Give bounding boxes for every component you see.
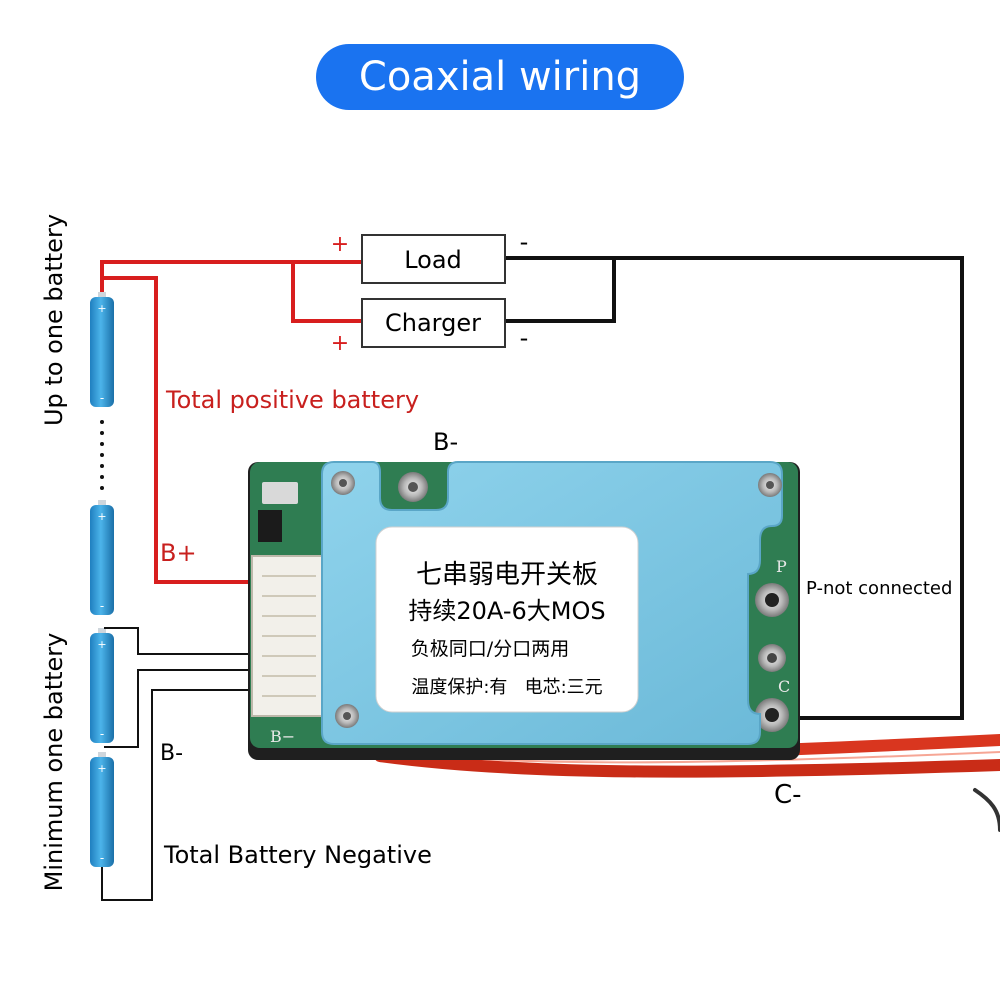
screw-icon <box>398 472 428 502</box>
battery-cell-icon: + - <box>90 292 114 407</box>
load-box: Load <box>361 234 506 284</box>
c-minus-label: C- <box>774 780 802 810</box>
svg-text:-: - <box>100 599 104 613</box>
terminal-icon <box>755 583 789 617</box>
board-label-line4: 温度保护:有 电芯:三元 <box>411 677 602 698</box>
total-negative-label: Total Battery Negative <box>163 841 432 869</box>
terminal-icon <box>758 644 786 672</box>
svg-text:+: + <box>97 510 106 523</box>
total-positive-label: Total positive battery <box>165 386 419 414</box>
svg-text:-: - <box>100 391 104 405</box>
svg-text:+: + <box>97 302 106 315</box>
positive-wires <box>100 260 362 584</box>
b-minus-left-label: B- <box>160 741 183 766</box>
screw-icon <box>331 471 355 495</box>
battery-cell-icon: + - <box>90 752 114 867</box>
board-label-sticker: 七串弱电开关板 持续20A-6大MOS 负极同口/分口两用 温度保护:有 电芯:… <box>375 526 639 713</box>
minimum-one-battery-label: Minimum one battery <box>40 633 68 892</box>
pcb-b-minus-text: B− <box>270 727 295 746</box>
board-label-line1: 七串弱电开关板 <box>416 560 598 590</box>
pcb-component <box>262 482 298 504</box>
connector-icon <box>251 555 323 717</box>
board-label-line3: 负极同口/分口两用 <box>411 638 569 660</box>
svg-text:-: - <box>100 851 104 865</box>
pcb-p-text: P <box>776 557 787 576</box>
title-badge: Coaxial wiring <box>316 44 684 110</box>
negative-wires <box>505 256 964 720</box>
charger-box: Charger <box>361 298 506 348</box>
title-pill <box>316 44 684 110</box>
charger-plus-sign: + <box>331 331 349 356</box>
b-minus-top-label: B- <box>433 428 458 456</box>
svg-text:+: + <box>97 638 106 651</box>
svg-text:-: - <box>100 727 104 741</box>
svg-text:+: + <box>97 762 106 775</box>
battery-cell-icon: + - <box>90 628 114 743</box>
board-label-line2: 持续20A-6大MOS <box>408 597 605 625</box>
up-to-one-battery-label: Up to one battery <box>40 214 68 426</box>
page-title: Coaxial wiring <box>359 54 641 100</box>
load-plus-sign: + <box>331 232 349 257</box>
terminal-icon <box>755 698 789 732</box>
bms-board: B− P C 七串弱电开关板 持续20A-6大MOS 负极同口/分口两用 温度保… <box>248 461 1000 832</box>
screw-icon <box>758 473 782 497</box>
pcb-chip <box>258 510 282 542</box>
load-label: Load <box>404 246 462 274</box>
charger-minus-sign: - <box>520 324 529 352</box>
screw-icon <box>335 704 359 728</box>
charger-label: Charger <box>385 309 481 337</box>
battery-cell-icon: + - <box>90 500 114 615</box>
b-plus-label: B+ <box>160 539 197 567</box>
pcb-c-text: C <box>778 677 790 696</box>
p-not-connected-label: P-not connected <box>806 578 952 599</box>
load-minus-sign: - <box>520 228 529 256</box>
balance-wires <box>101 627 252 901</box>
cell-ellipsis <box>100 420 104 490</box>
